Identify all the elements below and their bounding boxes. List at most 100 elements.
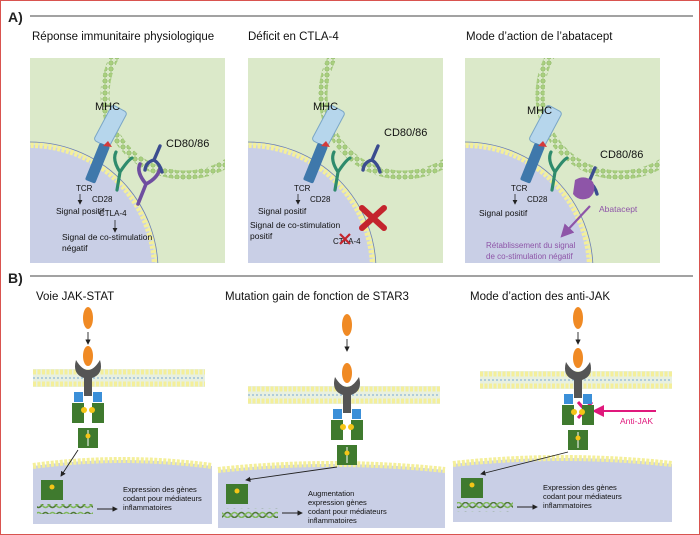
stat-icon xyxy=(72,403,84,423)
abatacept-icon xyxy=(573,177,595,200)
tcr-label: TCR xyxy=(76,184,93,193)
cd80-label: CD80/86 xyxy=(384,127,427,139)
phospho-icon xyxy=(469,482,475,488)
cd28-label: CD28 xyxy=(310,195,331,204)
cytokine-icon xyxy=(342,314,352,336)
receptor-icon xyxy=(75,360,101,396)
phospho-icon xyxy=(344,450,350,456)
apc-cell xyxy=(535,58,660,180)
nuclear-stat-dimer-icon xyxy=(461,478,483,498)
gene-expression-line: Expression des gènes xyxy=(543,483,617,492)
panel-b1-title: Voie JAK-STAT xyxy=(36,291,114,303)
signal-positive-label: Signal positif xyxy=(479,208,528,218)
panel-a3: Mode d’action de l’abatacept MHC CD80/86… xyxy=(465,31,660,263)
dna-icon xyxy=(222,508,278,518)
cd28-label: CD28 xyxy=(92,195,113,204)
panel-a1-title: Réponse immunitaire physiologique xyxy=(32,31,214,43)
jak-icon xyxy=(333,409,342,419)
gene-expression-line: Augmentation xyxy=(308,489,354,498)
phospho-icon xyxy=(85,433,91,439)
panel-a2-title: Déficit en CTLA-4 xyxy=(248,31,339,43)
anti-jak-label: Anti-JAK xyxy=(620,416,653,426)
cytokine-icon xyxy=(573,307,583,329)
gene-expression-line: codant pour médiateurs xyxy=(543,492,622,501)
tcell xyxy=(248,145,373,263)
gene-expression-line: Expression des gènes xyxy=(123,485,197,494)
nuclear-membrane xyxy=(217,461,446,473)
signal-costim-line1: Signal de co-stimulation xyxy=(250,220,341,230)
phospho-icon xyxy=(579,409,585,415)
jak-icon xyxy=(564,394,573,404)
phospho-icon xyxy=(234,488,240,494)
nuclear-stat-dimer-icon xyxy=(226,484,248,504)
phospho-icon xyxy=(49,484,55,490)
mhc-label: MHC xyxy=(527,105,552,117)
panel-b3-title: Mode d’action des anti-JAK xyxy=(470,291,610,303)
section-b-label: B) xyxy=(8,270,23,286)
bound-cytokine-icon xyxy=(573,348,583,368)
gene-expression-line: inflammatoires xyxy=(543,501,592,510)
dna-icon xyxy=(37,504,93,514)
apc-cell xyxy=(100,58,225,180)
stat-icon xyxy=(351,420,363,440)
tcr-shape xyxy=(303,143,328,184)
tcr-label: TCR xyxy=(511,184,528,193)
nuclear-membrane xyxy=(452,455,673,467)
signal-positive-label: Signal positif xyxy=(258,206,307,216)
restore-line1: Rétablissement du signal xyxy=(486,241,576,250)
small-cross-icon xyxy=(339,233,351,245)
receptor-icon xyxy=(334,377,360,413)
antigen-peptide xyxy=(538,141,547,147)
tcell xyxy=(465,145,590,263)
jak-icon xyxy=(74,392,83,402)
phospho-icon xyxy=(571,409,577,415)
nuclear-stat-dimer-icon xyxy=(41,480,63,500)
bound-cytokine-icon xyxy=(342,363,352,383)
signal-negative-line1: Signal de co-stimulation xyxy=(62,232,153,242)
tcr-label: TCR xyxy=(294,184,311,193)
panel-b2-title: Mutation gain de fonction de STAR3 xyxy=(225,291,409,303)
receptor-icon xyxy=(565,362,591,398)
panel-b3: Mode d’action des anti-JAK Anti-JAK xyxy=(470,291,656,426)
cd80-shape xyxy=(361,144,382,174)
antigen-peptide xyxy=(321,141,330,147)
phospho-icon xyxy=(89,407,95,413)
panel-a2: Déficit en CTLA-4 MHC CD80/86 TCR CD28 S… xyxy=(248,31,443,263)
tcr-shape xyxy=(85,143,110,184)
cd28-shape xyxy=(331,150,352,192)
cd28-label: CD28 xyxy=(527,195,548,204)
mhc-label: MHC xyxy=(95,101,120,113)
panel-b2: Mutation gain de fonction de STAR3 xyxy=(225,291,409,303)
section-a-label: A) xyxy=(8,9,23,25)
stat-icon xyxy=(92,403,104,423)
jak-icon xyxy=(93,392,102,402)
stat-icon xyxy=(331,420,343,440)
apc-cell xyxy=(318,58,443,180)
panel-a1: Réponse immunitaire physiologique MHC CD… xyxy=(30,31,225,263)
jak-icon xyxy=(352,409,361,419)
cd80-label: CD80/86 xyxy=(600,149,643,161)
antigen-peptide xyxy=(103,141,112,147)
phospho-icon xyxy=(575,435,581,441)
abatacept-label: Abatacept xyxy=(599,204,638,214)
stat-icon xyxy=(582,405,594,425)
gene-expression-line: expression gènes xyxy=(308,498,367,507)
tcell xyxy=(30,145,155,263)
cd28-shape xyxy=(548,150,569,192)
ctla4-label: CTLA-4 xyxy=(99,209,127,218)
phospho-icon xyxy=(348,424,354,430)
signal-negative-line2: négatif xyxy=(62,243,88,253)
signal-positive-label: Signal positif xyxy=(56,206,105,216)
bound-cytokine-icon xyxy=(83,346,93,366)
nuclear-membrane xyxy=(32,457,213,469)
abatacept-arrow xyxy=(560,205,591,238)
mhc-label: MHC xyxy=(313,101,338,113)
cross-icon xyxy=(359,205,387,231)
